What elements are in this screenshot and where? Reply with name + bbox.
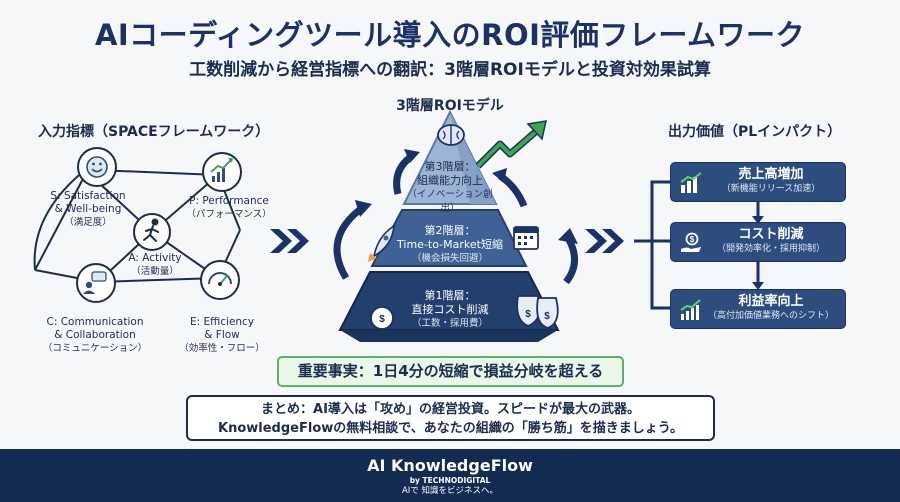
node-p-performance xyxy=(202,152,242,192)
output-cost-box: $ コスト削減 （開発効率化・採用抑制） xyxy=(670,222,846,262)
node-a-label: A: Activity （活動量） xyxy=(128,252,182,277)
node-s-label: S: Satisfaction & Well-being （満足度） xyxy=(50,190,126,228)
bar-chart-icon xyxy=(680,172,702,193)
calendar-icon xyxy=(513,226,539,250)
footer-bar: AI KnowledgeFlow by TECHNODIGITAL AIで 知識… xyxy=(0,449,900,502)
flow-chevrons-right xyxy=(585,229,624,253)
key-fact-banner: 重要事実：1日4分の短縮で損益分岐を超える xyxy=(277,356,624,387)
layer-1-label: 第1階層： 直接コスト削減 （工数・採用費） xyxy=(411,289,489,329)
summary-box: まとめ：AI導入は「攻め」の経営投資。スピードが最大の武器。 Knowledge… xyxy=(186,395,715,441)
hand-coin-icon: $ xyxy=(681,232,701,252)
node-e-label: E: Efficiency & Flow （効率性・フロー） xyxy=(179,316,265,354)
running-person-icon xyxy=(143,218,159,242)
rocket-icon xyxy=(368,224,395,262)
growth-arrow-icon xyxy=(475,120,547,169)
output-revenue-box: 売上高増加 （新機能リリース加速） xyxy=(670,162,846,202)
summary-line-2: KnowledgeFlowの無料相談で、あなたの組織の「勝ち筋」を描きましょう。 xyxy=(218,421,683,436)
gauge-icon xyxy=(208,272,232,286)
node-p-label: P: Performance （パフォーマンス） xyxy=(186,195,272,220)
left-panel-title: 入力指標（SPACEフレームワーク） xyxy=(38,124,270,140)
node-c-label: C: Communication & Collaboration （コミュニケー… xyxy=(42,316,148,354)
smiley-icon xyxy=(86,156,108,178)
layer-3-label: 第3階層： 組織能力向上 （イノベーション創出） xyxy=(407,160,493,214)
roi-pyramid xyxy=(338,109,560,342)
svg-text:$: $ xyxy=(544,311,550,322)
node-c-communication xyxy=(76,263,116,303)
growth-chart-icon xyxy=(210,158,233,182)
node-a-activity xyxy=(133,213,171,251)
node-s-satisfaction xyxy=(77,147,117,187)
line-chart-icon xyxy=(680,299,701,320)
chat-person-icon xyxy=(83,271,107,294)
page-title: AIコーディングツール導入のROI評価フレームワーク xyxy=(94,18,806,52)
svg-text:$: $ xyxy=(379,314,385,325)
node-e-efficiency xyxy=(200,260,240,300)
brand-tagline: AIで 知識をビジネスへ。 xyxy=(401,486,499,496)
brand-name: AI KnowledgeFlow xyxy=(367,456,533,475)
ai-coin-icon: $ xyxy=(370,306,394,330)
flow-chevrons-left xyxy=(270,229,309,253)
right-panel-title: 出力価値（PLインパクト） xyxy=(668,124,842,140)
svg-text:$: $ xyxy=(525,309,531,320)
output-margin-box: 利益率向上 （高付加価値業務へのシフト） xyxy=(670,289,846,329)
center-panel-title: 3階層ROIモデル xyxy=(396,98,504,114)
brain-icon xyxy=(437,124,465,146)
output-connectors xyxy=(634,180,760,310)
money-bag-icon: $ $ xyxy=(516,295,559,329)
brand-byline: by TECHNODIGITAL xyxy=(409,476,491,485)
svg-text:$: $ xyxy=(690,235,695,244)
layer-2-label: 第2階層： Time-to-Market短縮 （機会損失回避） xyxy=(397,224,503,264)
diagram-canvas: $ $ $ xyxy=(33,109,764,342)
page-subtitle: 工数削減から経営指標への翻訳：3階層ROIモデルと投資対効果試算 xyxy=(189,60,711,80)
summary-line-1: まとめ：AI導入は「攻め」の経営投資。スピードが最大の武器。 xyxy=(261,402,640,417)
